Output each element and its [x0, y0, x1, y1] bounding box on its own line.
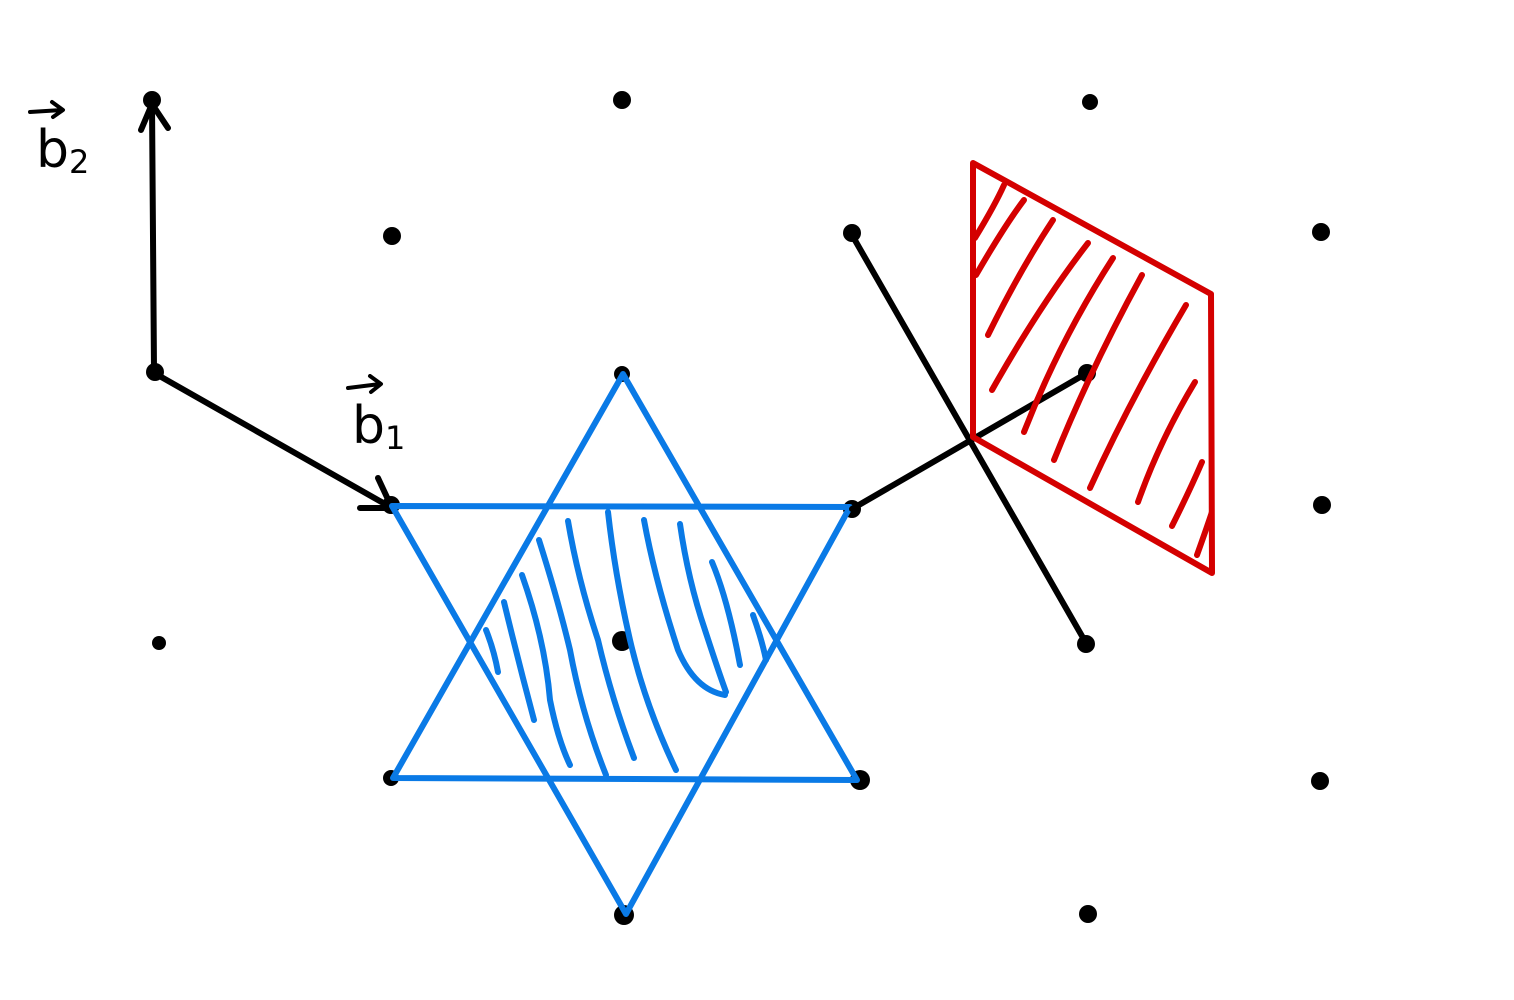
lattice-point: [383, 227, 401, 245]
down-triangle: [389, 503, 853, 917]
up-triangle: [390, 371, 860, 783]
label-b2-subscript: 2: [69, 143, 90, 181]
lattice-point: [1312, 223, 1330, 241]
lattice-point: [613, 91, 631, 109]
lattice-point: [143, 91, 161, 109]
lattice-point: [1313, 496, 1331, 514]
lattice-point: [1311, 772, 1329, 790]
lattice-point: [1082, 94, 1098, 110]
red-hatching: [973, 182, 1212, 558]
vector-b2: [149, 101, 157, 373]
hexagram: [389, 371, 860, 917]
label-b1-letter: b: [352, 396, 386, 456]
label-b1: b1: [346, 374, 406, 457]
line-diagonal-up: [849, 370, 1090, 512]
label-b2: b2: [28, 100, 90, 181]
wigner-seitz-cell: [970, 160, 1215, 576]
vector-arrow-icon: [28, 100, 65, 119]
label-b2-letter: b: [36, 120, 70, 180]
vector-b1: [153, 371, 395, 511]
cell-lines: [849, 232, 1090, 646]
lattice-point: [152, 636, 166, 650]
vector-arrow-icon: [346, 374, 383, 394]
blue-hatching: [483, 509, 769, 778]
arrowhead-b2: [138, 101, 171, 133]
lattice-point: [1079, 905, 1097, 923]
label-b1-subscript: 1: [385, 419, 406, 457]
